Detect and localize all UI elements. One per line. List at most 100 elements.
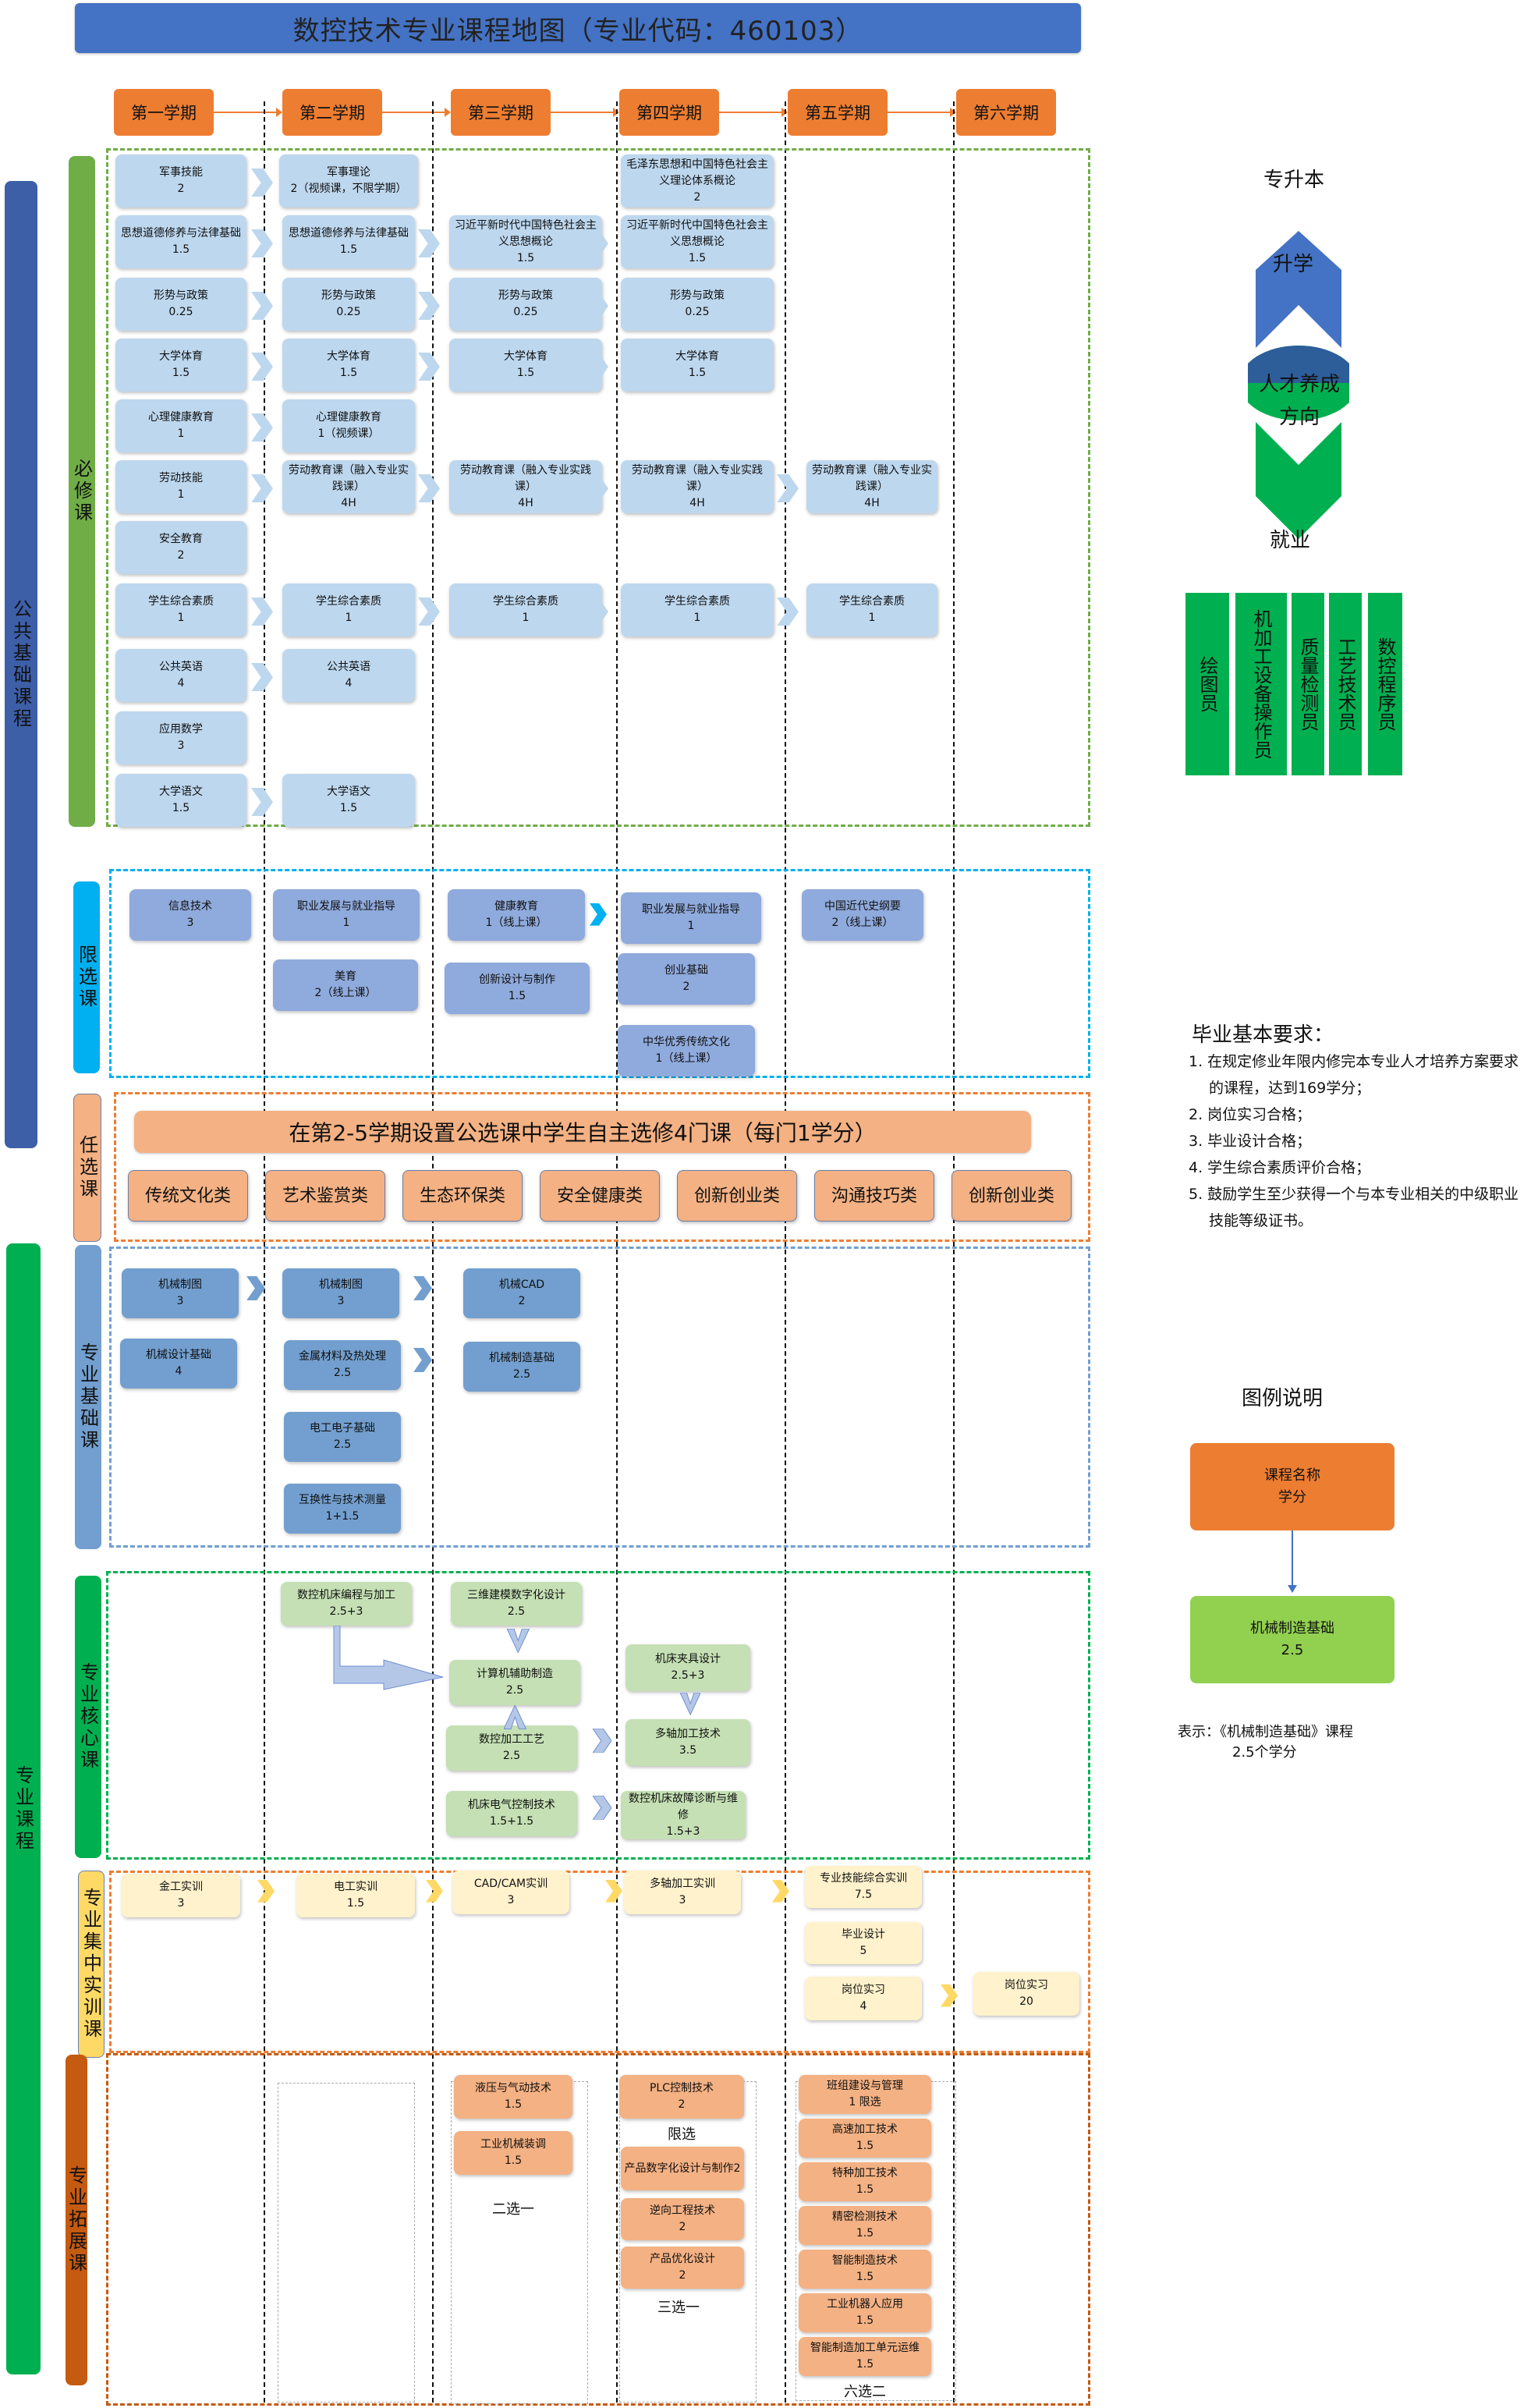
course-credit: 2（线上课） [831,917,894,929]
chevron-right-icon [251,229,273,258]
course-credit: 4H [689,496,705,509]
page-title: 数控技术专业课程地图（专业代码：460103） [75,3,1081,53]
course-box[interactable]: 产品数字化设计与制作2 [621,2147,744,2190]
optional-type-item[interactable]: 艺术鉴赏类 [265,1170,385,1222]
course-name: 工业机器人应用 [827,2298,903,2310]
chevron-right-icon [251,168,273,197]
course-name: 互换性与技术测量 [299,1494,386,1506]
course-credit: 2 [177,549,185,562]
optional-type-item[interactable]: 创新创业类 [952,1170,1072,1222]
optional-type-item[interactable]: 沟通技巧类 [814,1170,934,1222]
course-name: 机械制图 [319,1278,363,1291]
legend-example-box: 机械制造基础 2.5 [1190,1596,1394,1683]
optional-type-item[interactable]: 安全健康类 [540,1170,660,1222]
semester-2: 第二学期 [282,89,382,136]
course-box[interactable]: 劳动教育课（融入专业实践课）4H [282,460,415,513]
optional-type-item[interactable]: 传统文化类 [128,1170,248,1222]
optional-type-item[interactable]: 创新创业类 [677,1170,797,1222]
course-name: 形势与政策 [154,289,208,302]
course-credit: 1.5+1.5 [489,1815,534,1828]
course-box[interactable]: 劳动教育课（融入专业实践课）4H [621,460,774,513]
course-box[interactable]: 劳动教育课（融入专业实践课）4H [806,460,937,513]
course-credit: 2（线上课） [314,987,377,999]
optional-type-item[interactable]: 生态环保类 [402,1170,523,1222]
course-box[interactable]: 劳动教育课（融入专业实践课）4H [449,460,602,513]
